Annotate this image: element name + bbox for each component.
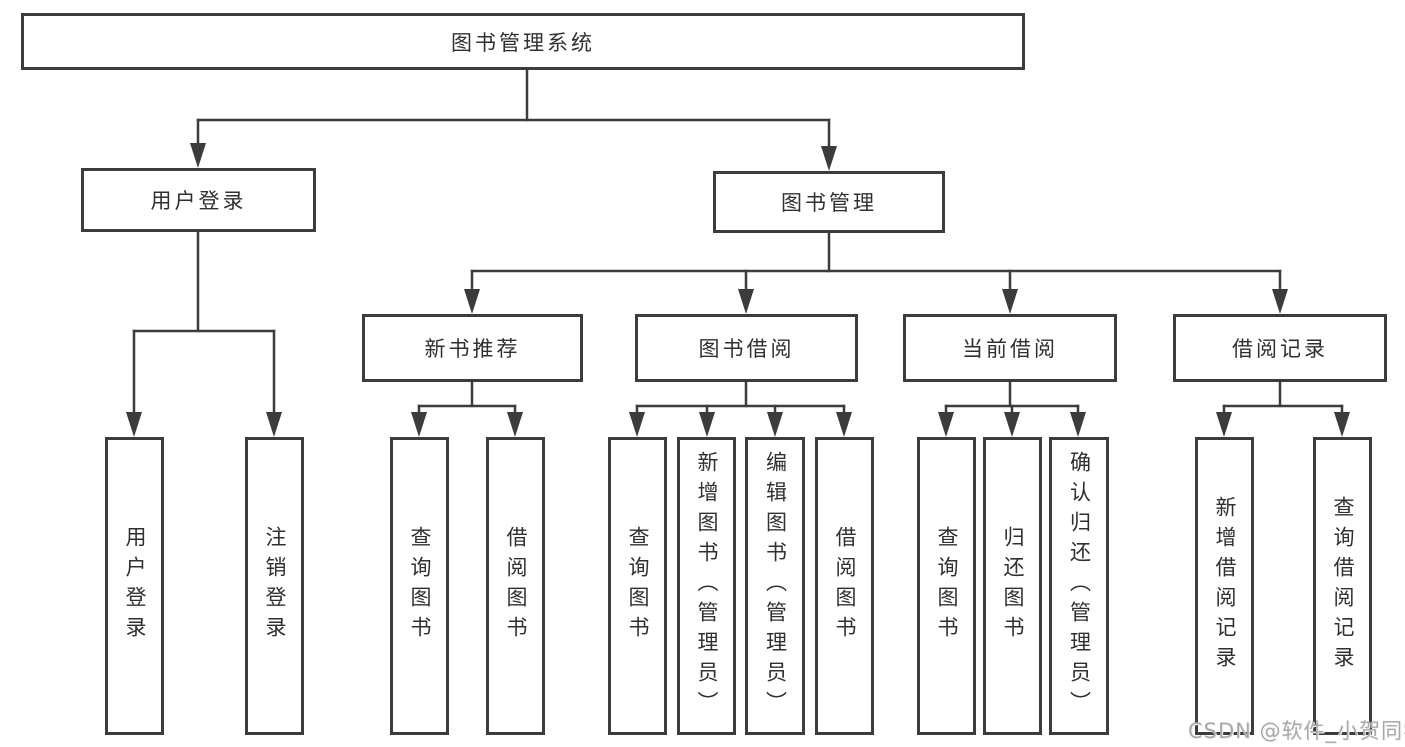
leaf-current-confirm-return-admin: 确认归还（管理员） bbox=[1049, 437, 1109, 735]
leaf-borrow-edit-books-admin: 编辑图书（管理员） bbox=[745, 437, 805, 735]
node-borrow-records: 借阅记录 bbox=[1173, 314, 1387, 382]
node-user-login: 用户登录 bbox=[81, 168, 316, 232]
leaf-current-query-books: 查询图书 bbox=[917, 437, 976, 735]
leaf-borrow-add-books-admin-label: 新增图书（管理员） bbox=[695, 451, 719, 721]
leaf-current-return-books-label: 归还图书 bbox=[1001, 526, 1025, 646]
node-current-borrow-label: 当前借阅 bbox=[962, 337, 1058, 361]
leaf-recommend-borrow-books-label: 借阅图书 bbox=[504, 526, 528, 646]
leaf-logout-label: 注销登录 bbox=[263, 526, 287, 646]
leaf-recommend-query-books-label: 查询图书 bbox=[408, 526, 432, 646]
leaf-borrow-query-books: 查询图书 bbox=[608, 437, 667, 735]
leaf-current-return-books: 归还图书 bbox=[983, 437, 1042, 735]
node-root: 图书管理系统 bbox=[21, 13, 1025, 70]
watermark: CSDN @软件_小贺同学 bbox=[1188, 719, 1405, 743]
leaf-logout: 注销登录 bbox=[245, 437, 304, 735]
node-current-borrow: 当前借阅 bbox=[903, 314, 1117, 382]
node-user-login-label: 用户登录 bbox=[150, 189, 247, 213]
leaf-borrow-add-books-admin: 新增图书（管理员） bbox=[677, 437, 736, 735]
node-new-book-recommend-label: 新书推荐 bbox=[424, 337, 521, 361]
leaf-current-query-books-label: 查询图书 bbox=[935, 526, 959, 646]
leaf-borrow-query-books-label: 查询图书 bbox=[626, 526, 650, 646]
leaf-recommend-query-books: 查询图书 bbox=[390, 437, 449, 735]
leaf-user-login: 用户登录 bbox=[105, 437, 164, 735]
leaf-current-confirm-return-admin-label: 确认归还（管理员） bbox=[1067, 451, 1092, 721]
node-book-management-label: 图书管理 bbox=[781, 191, 877, 215]
leaf-user-login-label: 用户登录 bbox=[123, 526, 147, 646]
leaf-records-query-record-label: 查询借阅记录 bbox=[1331, 496, 1355, 676]
node-new-book-recommend: 新书推荐 bbox=[362, 314, 583, 382]
node-book-borrow: 图书借阅 bbox=[635, 314, 858, 382]
node-root-label: 图书管理系统 bbox=[451, 30, 595, 55]
leaf-records-add-record: 新增借阅记录 bbox=[1195, 437, 1254, 735]
leaf-records-query-record: 查询借阅记录 bbox=[1313, 437, 1372, 735]
leaf-borrow-borrow-books: 借阅图书 bbox=[815, 437, 874, 735]
leaf-records-add-record-label: 新增借阅记录 bbox=[1213, 496, 1237, 676]
leaf-borrow-edit-books-admin-label: 编辑图书（管理员） bbox=[763, 451, 788, 721]
leaf-recommend-borrow-books: 借阅图书 bbox=[486, 437, 545, 735]
node-borrow-records-label: 借阅记录 bbox=[1232, 337, 1328, 361]
node-book-management: 图书管理 bbox=[713, 171, 945, 233]
node-book-borrow-label: 图书借阅 bbox=[698, 337, 795, 361]
leaf-borrow-borrow-books-label: 借阅图书 bbox=[833, 526, 857, 646]
